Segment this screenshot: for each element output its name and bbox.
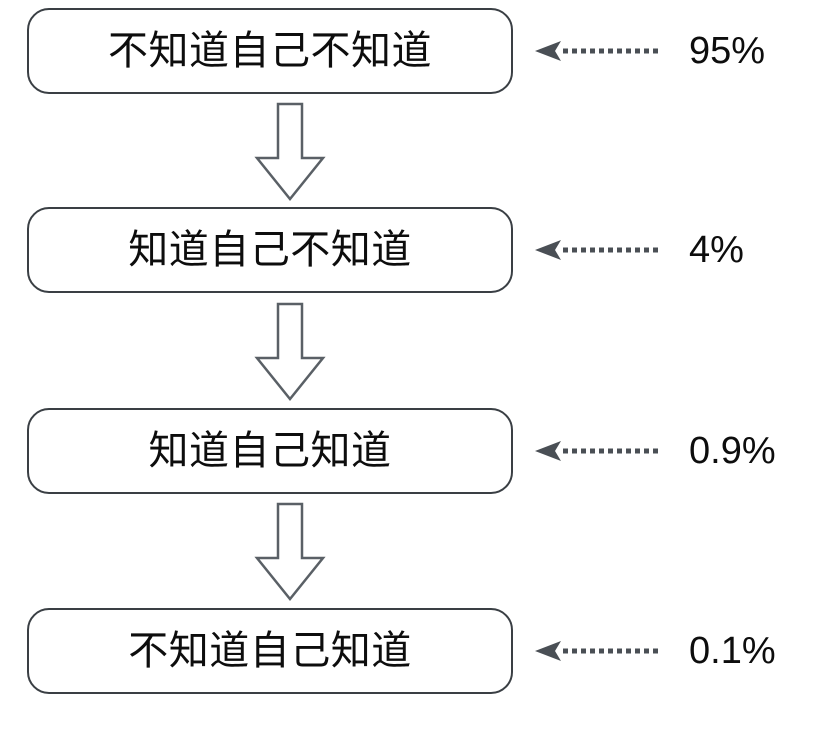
dotted-left-arrow-icon: [535, 239, 663, 261]
dotted-left-arrow-icon: [535, 40, 663, 62]
dotted-left-arrow-icon: [535, 440, 663, 462]
hollow-down-arrow-icon-1: [247, 100, 333, 204]
stage-row-3: 知道自己知道: [0, 408, 814, 494]
stage-box-2[interactable]: 知道自己不知道: [27, 207, 513, 293]
stage-label-2: 知道自己不知道: [128, 227, 412, 273]
stage-label-3: 知道自己知道: [148, 428, 392, 474]
stage-callout-2: 4%: [513, 207, 814, 293]
dotted-left-arrow-icon: [535, 640, 663, 662]
stage-label-4: 不知道自己知道: [128, 628, 412, 674]
stage-row-4: 不知道自己知道: [0, 608, 814, 694]
stage-percent-3: 0.9%: [689, 430, 776, 472]
stage-callout-3: 0.9%: [513, 408, 814, 494]
stage-row-2: 知道自己不知道: [0, 207, 814, 293]
stage-percent-2: 4%: [689, 229, 744, 271]
stage-row-1: 不知道自己不知道: [0, 8, 814, 94]
stage-callout-1: 95%: [513, 8, 814, 94]
hollow-down-arrow-icon-2: [247, 300, 333, 404]
stage-percent-1: 95%: [689, 30, 766, 72]
stage-box-3[interactable]: 知道自己知道: [27, 408, 513, 494]
stage-callout-4: 0.1%: [513, 608, 814, 694]
stage-box-4[interactable]: 不知道自己知道: [27, 608, 513, 694]
hollow-down-arrow-icon-3: [247, 500, 333, 604]
stage-percent-4: 0.1%: [689, 630, 776, 672]
stage-box-1[interactable]: 不知道自己不知道: [27, 8, 513, 94]
stage-label-1: 不知道自己不知道: [108, 28, 432, 74]
